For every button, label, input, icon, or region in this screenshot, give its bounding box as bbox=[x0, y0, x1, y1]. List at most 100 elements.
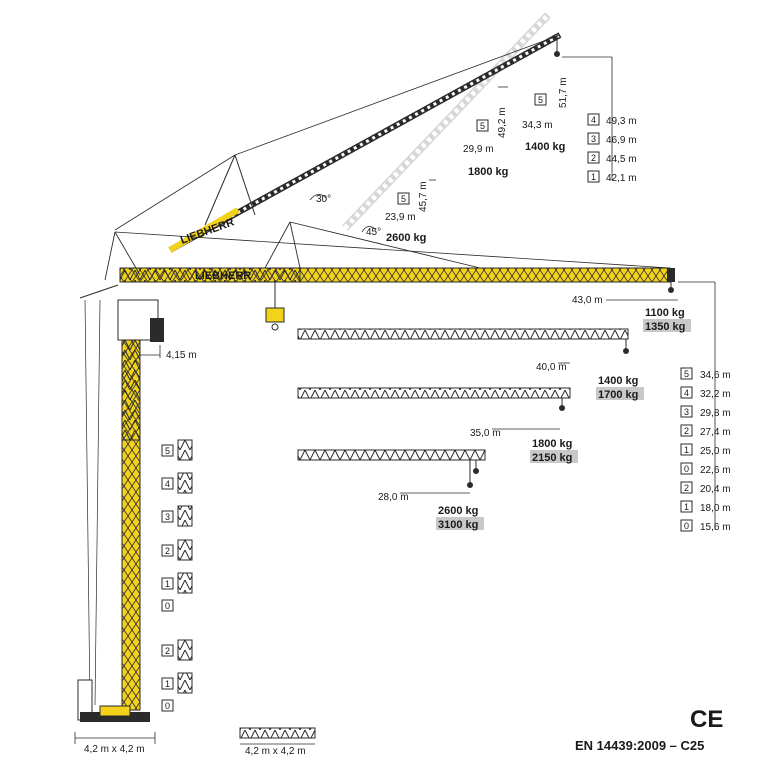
step-box bbox=[680, 367, 693, 380]
height-value: 46,9 m bbox=[606, 135, 637, 146]
load-label: 1800 kg bbox=[468, 166, 508, 178]
step-box bbox=[161, 599, 174, 612]
step-number: 4 bbox=[165, 479, 170, 489]
height-value: 29,8 m bbox=[700, 408, 731, 419]
brand-main-jib: LIEBHERR bbox=[195, 270, 251, 282]
tower-section-icon bbox=[177, 639, 193, 661]
step-number: 2 bbox=[684, 426, 689, 436]
radius-label: 23,9 m bbox=[385, 212, 416, 223]
load-alt-label: 1700 kg bbox=[598, 389, 638, 401]
load-alt-label: 1350 kg bbox=[645, 321, 685, 333]
base-footprints: 4,2 m x 4,2 m 4,2 m x 4,2 m bbox=[74, 727, 316, 757]
height-value: 27,4 m bbox=[700, 427, 731, 438]
counterjib-offset: 4,15 m bbox=[166, 350, 197, 361]
jib-variant bbox=[297, 328, 629, 340]
height-value: 25,0 m bbox=[700, 446, 731, 457]
tower-section-icon bbox=[177, 672, 193, 694]
tower-section-icon bbox=[177, 505, 193, 527]
hook-height: 51,7 m bbox=[558, 77, 569, 108]
step-box bbox=[680, 443, 693, 456]
height-value: 34,6 m bbox=[700, 370, 731, 381]
step-number: 1 bbox=[165, 579, 170, 589]
radius-label: 40,0 m bbox=[536, 362, 567, 373]
height-value: 49,3 m bbox=[606, 116, 637, 127]
hook-height: 45,7 m bbox=[418, 181, 429, 212]
hook bbox=[559, 405, 565, 411]
height-value: 32,2 m bbox=[700, 389, 731, 400]
step-box bbox=[161, 477, 174, 490]
hook bbox=[473, 468, 479, 474]
step-number: 1 bbox=[684, 445, 689, 455]
luffing-jib bbox=[114, 32, 562, 253]
step-box bbox=[161, 444, 174, 457]
step-number: 4 bbox=[591, 115, 596, 125]
step-number: 1 bbox=[165, 679, 170, 689]
step-box bbox=[161, 510, 174, 523]
radius-label: 28,0 m bbox=[378, 492, 409, 503]
radius-label: 35,0 m bbox=[470, 428, 501, 439]
step-number: 2 bbox=[684, 483, 689, 493]
load-label: 2600 kg bbox=[386, 232, 426, 244]
step-box bbox=[587, 132, 600, 145]
step-box bbox=[587, 151, 600, 164]
height-value: 42,1 m bbox=[606, 173, 637, 184]
step-number: 4 bbox=[684, 388, 689, 398]
hook-height: 49,2 m bbox=[497, 107, 508, 138]
tower-section-icon bbox=[177, 572, 193, 594]
load-alt-bg bbox=[596, 387, 644, 400]
height-value: 18,0 m bbox=[700, 503, 731, 514]
dimension-lines bbox=[140, 56, 716, 530]
step-number: 1 bbox=[684, 502, 689, 512]
ce-mark: CE bbox=[690, 706, 723, 733]
load-alt-label: 2150 kg bbox=[532, 452, 572, 464]
load-alt-bg bbox=[436, 517, 484, 530]
step-box: 5 bbox=[401, 194, 406, 204]
step-number: 1 bbox=[591, 172, 596, 182]
tower-section-icon bbox=[177, 472, 193, 494]
tower-section-icon bbox=[177, 539, 193, 561]
step-number: 2 bbox=[165, 546, 170, 556]
step-number: 0 bbox=[165, 701, 170, 711]
load-alt-bg bbox=[530, 450, 578, 463]
step-box bbox=[680, 405, 693, 418]
load-label: 1400 kg bbox=[598, 375, 638, 387]
step-box bbox=[680, 519, 693, 532]
hook bbox=[467, 482, 473, 488]
radius-label: 29,9 m bbox=[463, 144, 494, 155]
step-number: 5 bbox=[684, 369, 689, 379]
step-box bbox=[680, 481, 693, 494]
step-box bbox=[680, 462, 693, 475]
height-table-top: 4 49,3 m 3 46,9 m 2 44,5 m 1 42,1 m bbox=[587, 113, 637, 184]
height-value: 22,6 m bbox=[700, 465, 731, 476]
step-box: 5 bbox=[538, 95, 543, 105]
step-number: 2 bbox=[165, 646, 170, 656]
step-number: 3 bbox=[591, 134, 596, 144]
hook bbox=[623, 348, 629, 354]
step-box bbox=[680, 500, 693, 513]
step-box bbox=[161, 677, 174, 690]
tower bbox=[77, 284, 164, 722]
step-box bbox=[161, 699, 174, 712]
step-number: 5 bbox=[165, 446, 170, 456]
step-box bbox=[161, 577, 174, 590]
standard-label: EN 14439:2009 – C25 bbox=[575, 738, 704, 753]
step-box bbox=[161, 644, 174, 657]
step-box bbox=[587, 170, 600, 183]
step-box: 5 bbox=[480, 121, 485, 131]
base-dim: 4,2 m x 4,2 m bbox=[245, 746, 306, 757]
height-value: 44,5 m bbox=[606, 154, 637, 165]
load-label: 1100 kg bbox=[645, 307, 685, 319]
load-label: 1400 kg bbox=[525, 141, 565, 153]
radius-label: 34,3 m bbox=[522, 120, 553, 131]
load-label: 1800 kg bbox=[532, 438, 572, 450]
base-dim: 4,2 m x 4,2 m bbox=[84, 744, 145, 755]
step-number: 0 bbox=[165, 601, 170, 611]
main-jib bbox=[104, 221, 675, 331]
step-box bbox=[161, 544, 174, 557]
step-number: 0 bbox=[684, 464, 689, 474]
step-number: 2 bbox=[591, 153, 596, 163]
jib-variant bbox=[297, 387, 571, 399]
